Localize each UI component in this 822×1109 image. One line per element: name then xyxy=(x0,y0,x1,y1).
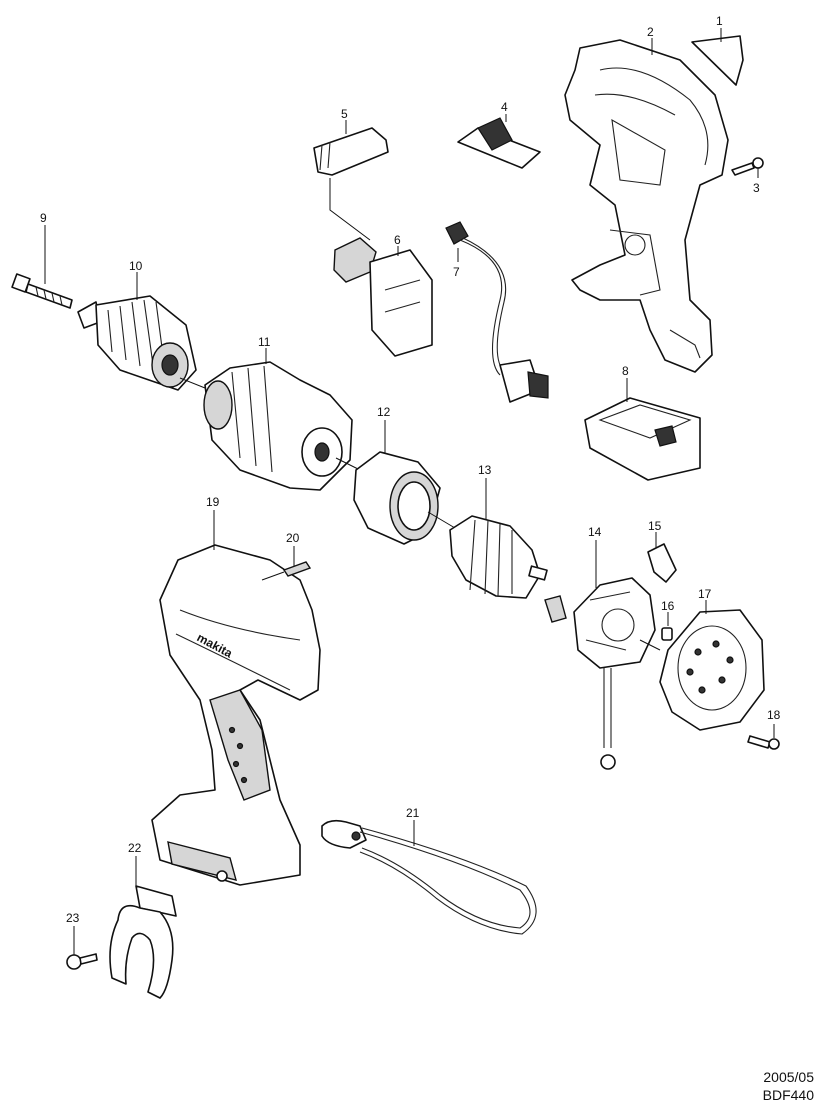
callout-8: 8 xyxy=(622,364,629,378)
part-8-controller: 8 xyxy=(584,364,701,481)
part-12-yoke: 12 xyxy=(353,405,456,545)
callout-11: 11 xyxy=(258,335,271,349)
part-11-gear-assembly: 11 xyxy=(203,335,361,491)
callout-18: 18 xyxy=(767,708,781,722)
callout-13: 13 xyxy=(478,463,492,477)
callout-3: 3 xyxy=(753,181,760,195)
part-7-led-lead: 7 xyxy=(445,221,549,403)
part-17-rear-cover: 17 xyxy=(659,587,765,731)
part-1-name-plate: 1 xyxy=(691,14,744,86)
diagram-date: 2005/05 xyxy=(763,1069,814,1085)
callout-21: 21 xyxy=(406,806,420,820)
callout-9: 9 xyxy=(40,211,47,225)
part-10-drill-chuck: 10 xyxy=(77,259,211,391)
part-15-clip: 15 xyxy=(647,519,677,583)
callout-19: 19 xyxy=(206,495,220,509)
callout-5: 5 xyxy=(341,107,348,121)
callout-4: 4 xyxy=(501,100,508,114)
callout-16: 16 xyxy=(661,599,675,613)
callout-7: 7 xyxy=(453,265,460,279)
callout-22: 22 xyxy=(128,841,142,855)
part-9-chuck-screw: 9 xyxy=(11,211,73,309)
callout-1: 1 xyxy=(716,14,723,28)
model-number: BDF440 xyxy=(762,1087,814,1103)
part-23-hook-screw: 23 xyxy=(66,911,98,970)
part-2-housing-half: 2 xyxy=(564,25,729,373)
callout-15: 15 xyxy=(648,519,662,533)
part-21-strap: 21 xyxy=(321,806,537,935)
callout-10: 10 xyxy=(129,259,143,273)
part-18-cover-screw: 18 xyxy=(747,708,781,750)
part-20-spring: 20 xyxy=(261,531,312,581)
callout-17: 17 xyxy=(698,587,712,601)
part-3-screw: 3 xyxy=(731,157,764,195)
part-16-pin: 16 xyxy=(661,599,675,641)
part-22-belt-hook: 22 xyxy=(109,841,177,999)
callout-12: 12 xyxy=(377,405,391,419)
callout-2: 2 xyxy=(647,25,654,39)
part-4-switch-lever: 4 xyxy=(457,100,541,169)
part-19-housing-set: makita 19 xyxy=(151,495,321,886)
callout-6: 6 xyxy=(394,233,401,247)
callout-14: 14 xyxy=(588,525,602,539)
callout-23: 23 xyxy=(66,911,80,925)
callout-20: 20 xyxy=(286,531,300,545)
part-14-commutator-plate: 14 xyxy=(544,525,661,770)
part-6-switch: 6 xyxy=(333,233,433,357)
part-13-rotor: 13 xyxy=(449,463,548,599)
part-5-sleeve: 5 xyxy=(313,107,389,241)
